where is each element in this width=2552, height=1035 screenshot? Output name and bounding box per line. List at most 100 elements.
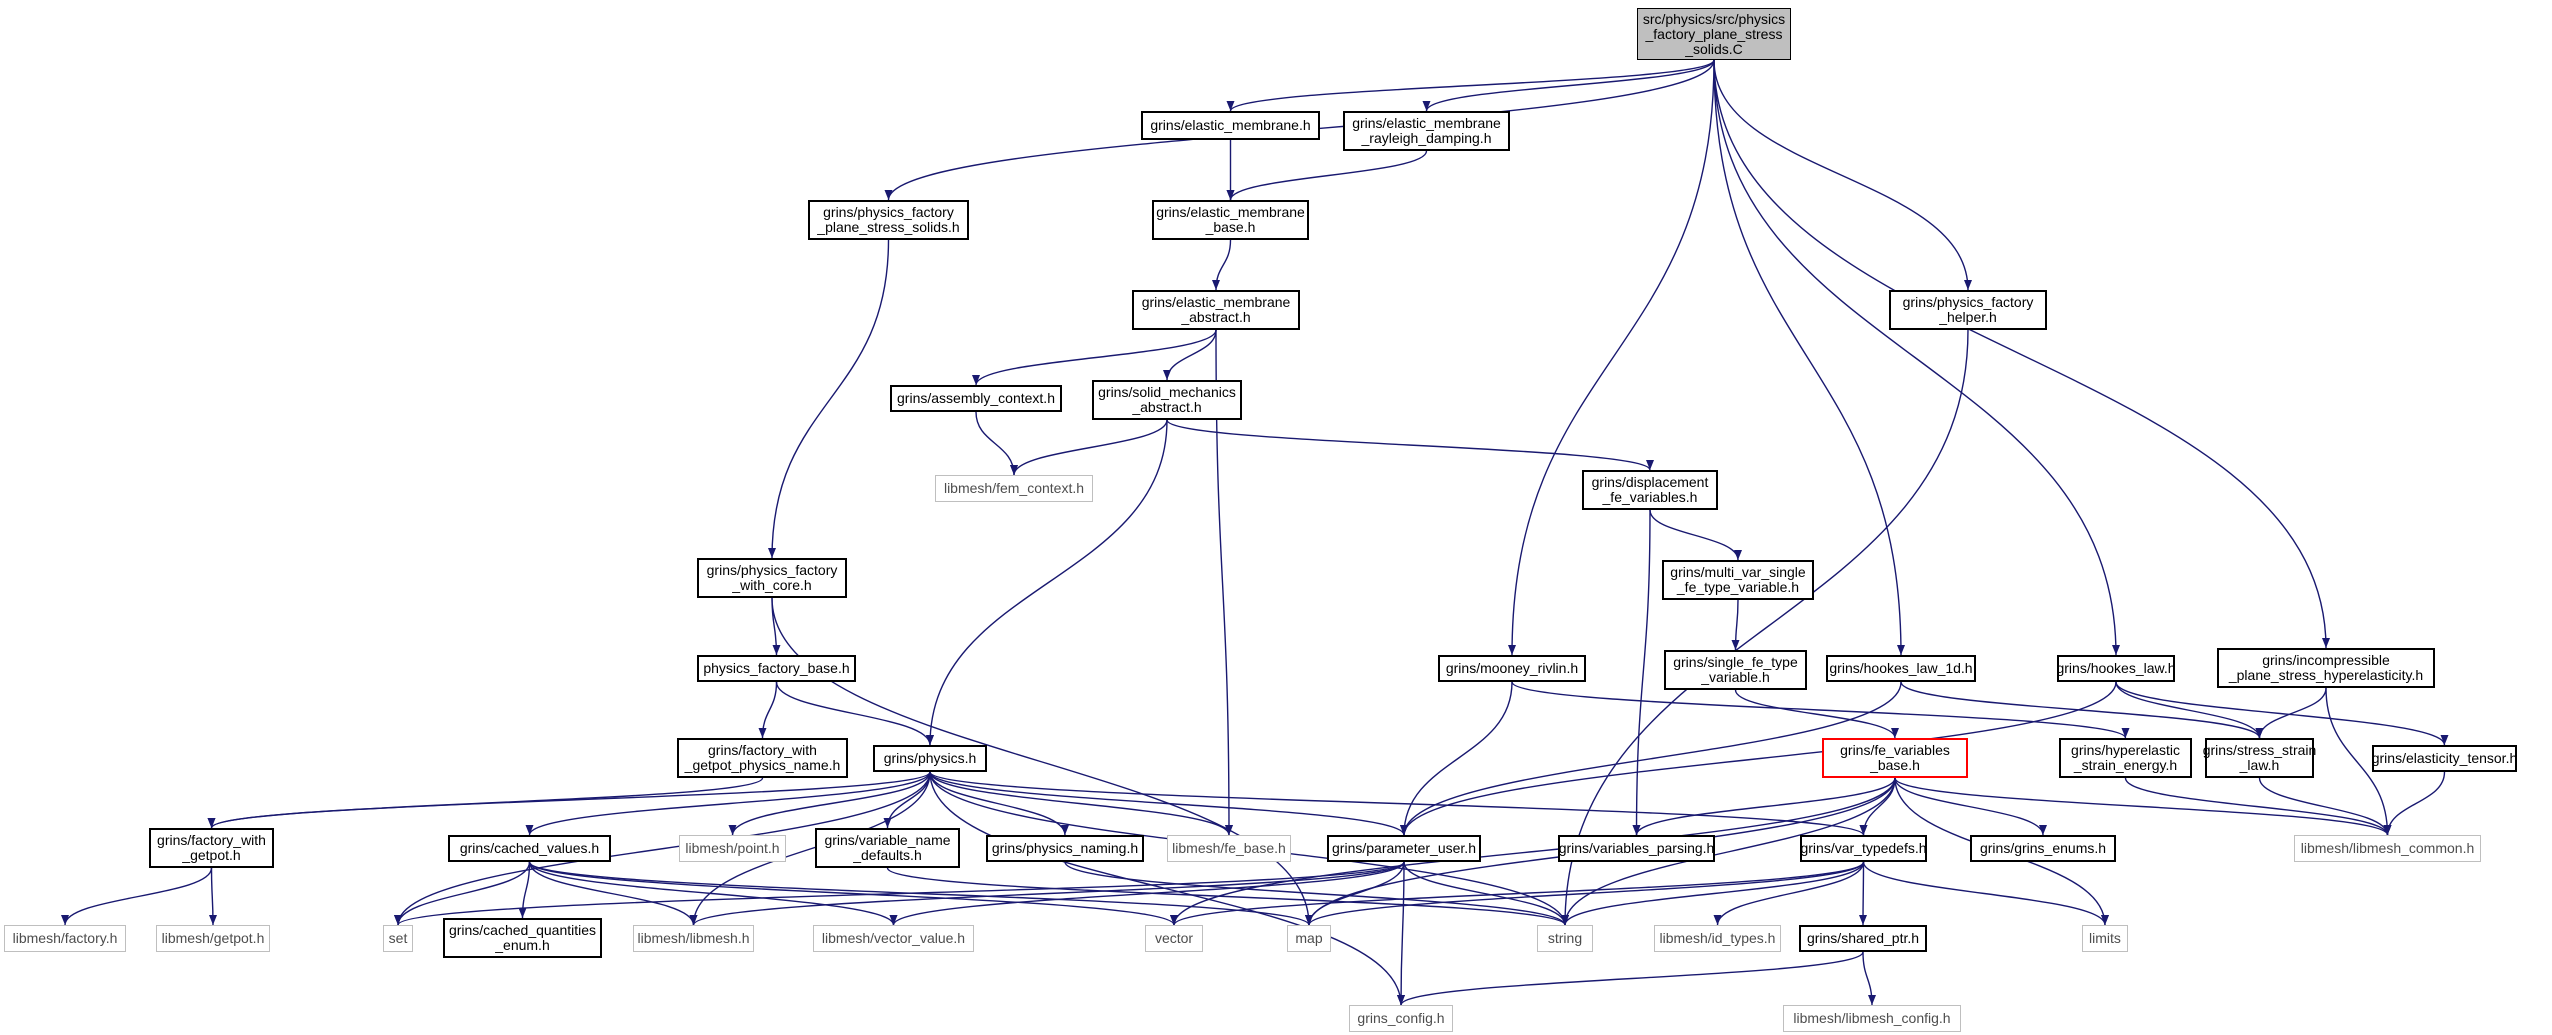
- edge-var_typedefs-to-vector: [1170, 861, 1865, 926]
- edge-pf_helper-to-string: [1561, 329, 1969, 926]
- node-assembly-context[interactable]: grins/assembly_context.h: [890, 385, 1062, 412]
- edge-fe_variables_base-to-vector: [1170, 777, 1896, 926]
- edge-root-to-hookes_law: [1713, 59, 2120, 656]
- edge-displacement-to-variables_parsing: [1632, 509, 1651, 836]
- node-map: map: [1287, 925, 1331, 952]
- node-shared-ptr[interactable]: grins/shared_ptr.h: [1799, 925, 1927, 952]
- node-multi-var[interactable]: grins/multi_var_single _fe_type_variable…: [1662, 560, 1814, 600]
- edge-parameter_user-to-string: [1403, 861, 1569, 926]
- edge-pf_base-to-factory_with_getpot_name: [758, 681, 778, 739]
- node-physics-naming[interactable]: grins/physics_naming.h: [986, 835, 1144, 862]
- node-grins-config: grins_config.h: [1349, 1005, 1453, 1032]
- node-single-fe[interactable]: grins/single_fe_type _variable.h: [1664, 650, 1807, 690]
- edge-cached_values-to-vector_value: [528, 861, 898, 926]
- edge-var_typedefs-to-string: [1561, 861, 1865, 926]
- node-var-name-defaults[interactable]: grins/variable_name _defaults.h: [815, 828, 960, 868]
- node-pf-with-core[interactable]: grins/physics_factory _with_core.h: [697, 558, 847, 598]
- edge-shared_ptr-to-grins_config: [1397, 951, 1864, 1006]
- edge-physics-to-parameter_user: [929, 771, 1408, 836]
- node-var-typedefs[interactable]: grins/var_typedefs.h: [1800, 835, 1927, 862]
- edge-physics_naming-to-string: [1064, 861, 1569, 926]
- node-pf-pss[interactable]: grins/physics_factory _plane_stress_soli…: [808, 200, 969, 240]
- edge-fe_variables_base-to-var_typedefs: [1859, 777, 1896, 836]
- node-vector-value: libmesh/vector_value.h: [813, 925, 974, 952]
- edge-mooney_rivlin-to-hyperelastic_se: [1511, 681, 2130, 739]
- edge-solid_mech-to-displacement: [1166, 419, 1654, 471]
- edge-root-to-incompressible: [1713, 59, 2330, 649]
- edge-single_fe-to-fe_variables_base: [1734, 689, 1899, 739]
- node-getpot: libmesh/getpot.h: [156, 925, 270, 952]
- edge-cached_values-to-cached_q_enum: [518, 861, 531, 919]
- edge-cached_values-to-libmesh_h: [528, 861, 698, 926]
- node-stress-strain[interactable]: grins/stress_strain _law.h: [2203, 738, 2316, 778]
- edge-solid_mech-to-fem_context: [1010, 419, 1168, 476]
- edge-stress_strain-to-libmesh_common: [2258, 777, 2392, 836]
- edge-root-to-mooney_rivlin: [1508, 59, 1715, 656]
- edge-displacement-to-multi_var: [1649, 509, 1742, 561]
- edge-pf_pss-to-pf_with_core: [768, 239, 890, 559]
- edge-root-to-elastic_membrane: [1226, 59, 1715, 112]
- node-hookes-law[interactable]: grins/hookes_law.h: [2056, 655, 2176, 682]
- edge-hookes_law-to-elasticity_tensor: [2115, 681, 2449, 746]
- node-set: set: [383, 925, 413, 952]
- edge-physics-to-set: [394, 771, 931, 926]
- node-elasticity-tensor[interactable]: grins/elasticity_tensor.h: [2372, 745, 2517, 772]
- edge-var_typedefs-to-id_types: [1713, 861, 1865, 926]
- node-em-abstract[interactable]: grins/elastic_membrane _abstract.h: [1132, 290, 1300, 330]
- node-elastic-membrane[interactable]: grins/elastic_membrane.h: [1141, 111, 1320, 140]
- edge-hookes_law_1d-to-stress_strain: [1900, 681, 2264, 739]
- node-libmesh-common: libmesh/libmesh_common.h: [2294, 835, 2481, 862]
- node-string: string: [1537, 925, 1593, 952]
- node-factory-with-getpot[interactable]: grins/factory_with _getpot.h: [149, 828, 274, 868]
- node-grins-enums[interactable]: grins/grins_enums.h: [1970, 835, 2116, 862]
- node-em-rayleigh[interactable]: grins/elastic_membrane _rayleigh_damping…: [1343, 111, 1510, 151]
- node-pf-base[interactable]: physics_factory_base.h: [697, 655, 856, 682]
- edge-factory_with_getpot-to-factory: [61, 867, 213, 926]
- node-em-base[interactable]: grins/elastic_membrane _base.h: [1152, 200, 1309, 240]
- node-displacement[interactable]: grins/displacement _fe_variables.h: [1582, 470, 1718, 510]
- node-root: src/physics/src/physics _factory_plane_s…: [1637, 8, 1791, 60]
- edge-hookes_law-to-parameter_user: [1400, 681, 2117, 836]
- node-libmesh-h: libmesh/libmesh.h: [633, 925, 754, 952]
- edge-pf_base-to-physics: [775, 681, 934, 746]
- edge-em_rayleigh-to-em_base: [1226, 150, 1428, 201]
- edge-em_abstract-to-solid_mech: [1163, 329, 1217, 381]
- edge-root-to-pf_helper: [1713, 59, 1972, 291]
- edge-physics-to-cached_values: [525, 771, 931, 836]
- node-cached-values[interactable]: grins/cached_values.h: [448, 835, 611, 862]
- node-hyperelastic-se[interactable]: grins/hyperelastic _strain_energy.h: [2059, 738, 2192, 778]
- node-solid-mech[interactable]: grins/solid_mechanics _abstract.h: [1092, 380, 1242, 420]
- node-physics[interactable]: grins/physics.h: [873, 745, 987, 772]
- node-incompressible[interactable]: grins/incompressible _plane_stress_hyper…: [2217, 648, 2435, 688]
- edge-shared_ptr-to-libmesh_config: [1862, 951, 1876, 1006]
- edge-physics-to-physics_naming: [929, 771, 1069, 836]
- edge-physics-to-point: [728, 771, 931, 836]
- edge-em_base-to-em_abstract: [1212, 239, 1232, 291]
- edge-solid_mech-to-physics: [926, 419, 1168, 746]
- node-fe-variables-base[interactable]: grins/fe_variables _base.h: [1822, 738, 1968, 778]
- edge-cached_values-to-vector: [528, 861, 1178, 926]
- node-cached-q-enum[interactable]: grins/cached_quantities _enum.h: [443, 918, 602, 958]
- node-point: libmesh/point.h: [679, 835, 786, 862]
- edge-fe_variables_base-to-string: [1561, 777, 1896, 926]
- edge-physics-to-libmesh_h: [689, 771, 931, 926]
- node-vector: vector: [1145, 925, 1203, 952]
- edge-incompressible-to-libmesh_common: [2325, 687, 2392, 836]
- edge-fe_variables_base-to-variables_parsing: [1632, 777, 1896, 836]
- node-parameter-user[interactable]: grins/parameter_user.h: [1327, 835, 1481, 862]
- edge-var_typedefs-to-shared_ptr: [1859, 861, 1868, 926]
- edge-physics-to-var_typedefs: [929, 771, 1868, 836]
- node-hookes-law-1d[interactable]: grins/hookes_law_1d.h: [1826, 655, 1976, 682]
- edge-var_typedefs-to-limits: [1862, 861, 2109, 926]
- edge-parameter_user-to-libmesh_h: [689, 861, 1405, 926]
- node-variables-parsing[interactable]: grins/variables_parsing.h: [1558, 835, 1715, 862]
- node-factory-with-getpot-name[interactable]: grins/factory_with _getpot_physics_name.…: [677, 738, 848, 778]
- node-mooney-rivlin[interactable]: grins/mooney_rivlin.h: [1438, 655, 1586, 682]
- node-pf-helper[interactable]: grins/physics_factory _helper.h: [1889, 290, 2047, 330]
- edge-root-to-hookes_law_1d: [1713, 59, 1905, 656]
- edge-hyperelastic_se-to-libmesh_common: [2124, 777, 2392, 836]
- edge-physics-to-fe_base: [929, 771, 1233, 836]
- edge-mooney_rivlin-to-parameter_user: [1400, 681, 1513, 836]
